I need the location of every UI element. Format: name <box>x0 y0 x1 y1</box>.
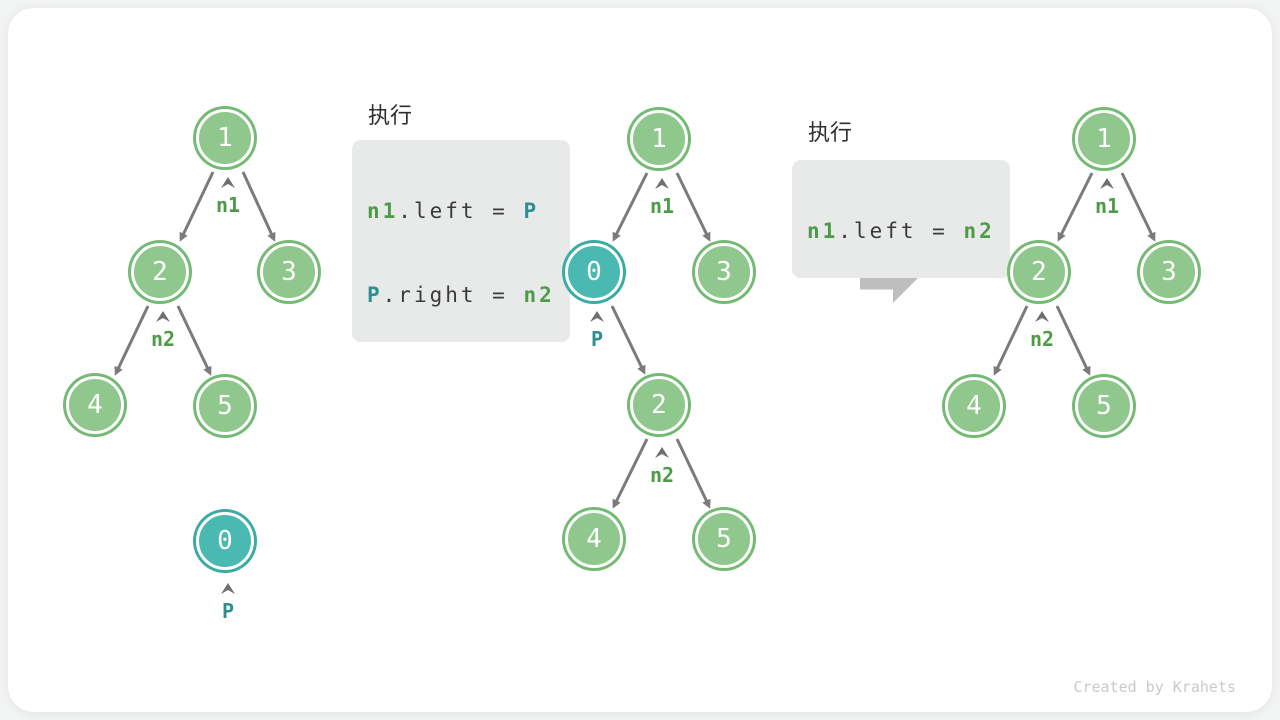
left-tree-node-5: 5 <box>196 377 254 435</box>
pointer-n1: n1 <box>638 178 686 217</box>
middle-tree-node-5: 5 <box>695 510 753 568</box>
pointer-label: n1 <box>1094 194 1120 218</box>
pointer-label: n2 <box>1029 327 1055 351</box>
pointer-label: n1 <box>215 193 241 217</box>
pointer-up-icon <box>1035 311 1049 322</box>
code-token: = <box>916 219 964 243</box>
middle-tree-node-0: 0 <box>565 243 623 301</box>
code-line: n1.left = n2 <box>807 213 995 249</box>
code-token: n2 <box>963 219 995 243</box>
right-tree-node-2: 2 <box>1010 243 1068 301</box>
code-token: P <box>367 283 383 307</box>
code-token: = <box>476 199 524 223</box>
pointer-up-icon <box>590 311 604 322</box>
left-tree-node-2: 2 <box>131 243 189 301</box>
code-block-2: n1.left = n2 <box>792 160 1010 278</box>
node-value: 0 <box>217 526 233 556</box>
node-value: 3 <box>1161 257 1177 287</box>
node-value: 4 <box>966 391 982 421</box>
pointer-label: n1 <box>649 194 675 218</box>
node-value: 2 <box>651 390 667 420</box>
left-tree-node-3: 3 <box>260 243 318 301</box>
pointer-n2: n2 <box>139 311 187 350</box>
code-line: P.right = n2 <box>367 277 555 313</box>
pointer-label: P <box>221 599 235 623</box>
tree-edges <box>114 171 1156 509</box>
code-token: = <box>476 283 524 307</box>
right-tree-node-1: 1 <box>1075 110 1133 168</box>
pointer-p: P <box>204 583 252 622</box>
watermark-credit: Created by Krahets <box>1073 678 1236 696</box>
middle-tree-node-3: 3 <box>695 243 753 301</box>
node-value: 4 <box>586 524 602 554</box>
code-caption: 执行 <box>368 103 413 128</box>
middle-tree-node-4: 4 <box>565 510 623 568</box>
code-token: P <box>523 199 540 223</box>
node-value: 1 <box>651 124 667 154</box>
pointer-p: P <box>573 311 621 350</box>
middle-tree-node-1: 1 <box>630 110 688 168</box>
node-value: 3 <box>281 257 297 287</box>
code-token: .left <box>838 219 917 243</box>
code-token: n1 <box>367 199 399 223</box>
code-caption: 执行 <box>808 120 853 145</box>
left-tree-node-1: 1 <box>196 109 254 167</box>
code-token: .right <box>382 283 477 307</box>
node-value: 5 <box>716 524 732 554</box>
middle-tree-node-2: 2 <box>630 376 688 434</box>
code-token: n2 <box>523 283 555 307</box>
node-value: 5 <box>217 391 233 421</box>
right-tree-node-5: 5 <box>1075 377 1133 435</box>
node-value: 1 <box>1096 124 1112 154</box>
code-token: n1 <box>807 219 839 243</box>
left-tree-node-4: 4 <box>66 376 124 434</box>
pointer-n1: n1 <box>204 177 252 216</box>
node-value: 0 <box>586 257 602 287</box>
pointer-n2: n2 <box>1018 311 1066 350</box>
code-line: n1.left = P <box>367 193 555 229</box>
node-value: 4 <box>87 390 103 420</box>
pointer-n1: n1 <box>1083 178 1131 217</box>
pointer-up-icon <box>655 447 669 458</box>
node-value: 3 <box>716 257 732 287</box>
left-tree-node-0-detached: 0 <box>196 512 254 570</box>
pointer-up-icon <box>156 311 170 322</box>
pointer-up-icon <box>221 177 235 188</box>
code-block-1: n1.left = P P.right = n2 <box>352 140 570 342</box>
pointer-label: P <box>590 327 604 351</box>
pointer-n2: n2 <box>638 447 686 486</box>
node-value: 2 <box>1031 257 1047 287</box>
pointer-label: n2 <box>649 463 675 487</box>
node-value: 2 <box>152 257 168 287</box>
pointer-up-icon <box>221 583 235 594</box>
pointer-up-icon <box>1100 178 1114 189</box>
right-tree-node-4: 4 <box>945 377 1003 435</box>
node-value: 5 <box>1096 391 1112 421</box>
pointer-up-icon <box>655 178 669 189</box>
node-value: 1 <box>217 123 233 153</box>
code-token: .left <box>398 199 477 223</box>
pointer-label: n2 <box>150 327 176 351</box>
right-tree-node-3: 3 <box>1140 243 1198 301</box>
